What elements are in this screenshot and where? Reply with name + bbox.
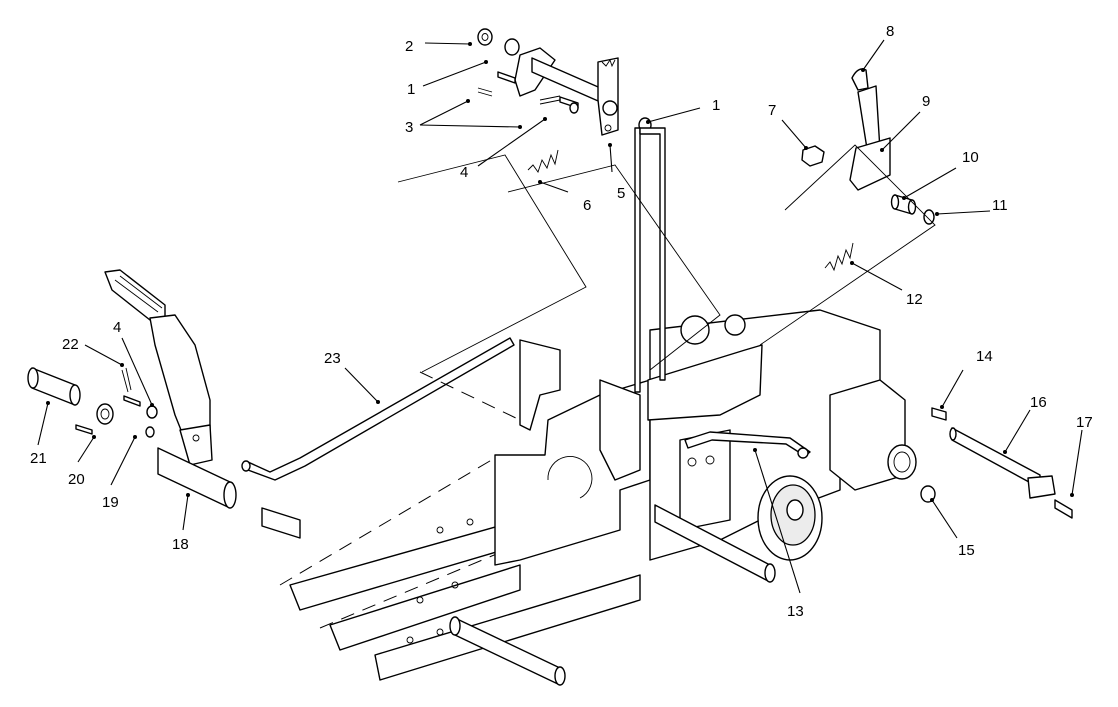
callout-5: 5 xyxy=(617,185,625,202)
return-spring xyxy=(527,149,559,173)
callout-14: 14 xyxy=(976,348,993,365)
pedal-hub-plate xyxy=(179,424,213,466)
pedal-arm xyxy=(149,314,211,446)
vertical-brake-rod xyxy=(634,127,641,393)
lever-washer xyxy=(923,209,935,225)
callout-12: 12 xyxy=(906,291,923,308)
clevis-bolt xyxy=(1054,499,1073,519)
callout-11: 11 xyxy=(992,197,1008,214)
callout-labels: 1 1 2 3 4 4 5 6 7 8 9 10 11 12 13 14 15 … xyxy=(30,23,1093,620)
axle-housing-bore xyxy=(887,444,917,480)
upper-boss xyxy=(680,315,710,345)
linkage-mount-bracket xyxy=(647,344,763,421)
callout-3: 3 xyxy=(405,119,413,136)
callout-9: 9 xyxy=(922,93,930,110)
pedal-pivot-plate xyxy=(599,379,641,481)
park-brake-linkage xyxy=(477,28,666,393)
callout-6: 6 xyxy=(583,197,591,214)
linkage-shaft xyxy=(531,57,606,105)
callout-22: 22 xyxy=(62,336,79,353)
callout-7: 7 xyxy=(768,102,776,119)
callout-13: 13 xyxy=(787,603,804,620)
right-hardware xyxy=(684,407,1073,519)
washer-15 xyxy=(920,485,936,503)
callout-4-top: 4 xyxy=(460,164,468,181)
leader-lines xyxy=(37,39,1083,594)
pedal-cover-sleeve xyxy=(31,367,76,406)
pedal-shaft-end xyxy=(261,507,301,539)
rod-clevis xyxy=(1027,475,1056,499)
brake-pedal-assembly xyxy=(27,269,301,539)
phantom-lines xyxy=(397,144,936,373)
callout-19: 19 xyxy=(102,494,119,511)
lever-bracket xyxy=(849,137,891,191)
ratchet-plate xyxy=(597,57,619,136)
pedal-bushing xyxy=(96,403,114,425)
frame-rail-middle xyxy=(329,564,521,651)
callout-10: 10 xyxy=(962,149,979,166)
brake-rod-16 xyxy=(951,427,1041,489)
callout-4-left: 4 xyxy=(113,319,121,336)
washer-2 xyxy=(477,28,493,46)
bolt-14 xyxy=(931,407,947,421)
callout-18: 18 xyxy=(172,536,189,553)
callout-16: 16 xyxy=(1030,394,1047,411)
frame-assembly xyxy=(279,309,917,686)
callout-1-left: 1 xyxy=(407,81,415,98)
lever-spring xyxy=(824,242,854,272)
pedal-support-bracket xyxy=(519,339,561,431)
lever-nut xyxy=(801,145,825,167)
callout-23: 23 xyxy=(324,350,341,367)
callout-8: 8 xyxy=(886,23,894,40)
frame-cutout xyxy=(547,456,593,499)
frame-rail-lower xyxy=(374,574,641,681)
lever-assembly xyxy=(801,68,935,272)
lever-knob xyxy=(851,68,869,91)
brake-rod-body xyxy=(247,337,515,481)
callout-15: 15 xyxy=(958,542,975,559)
callout-21: 21 xyxy=(30,450,47,467)
set-screw xyxy=(75,424,93,435)
brake-rod xyxy=(241,337,521,481)
callout-2: 2 xyxy=(405,38,413,55)
callout-1-right: 1 xyxy=(712,97,720,114)
callout-20: 20 xyxy=(68,471,85,488)
callout-17: 17 xyxy=(1076,414,1093,431)
